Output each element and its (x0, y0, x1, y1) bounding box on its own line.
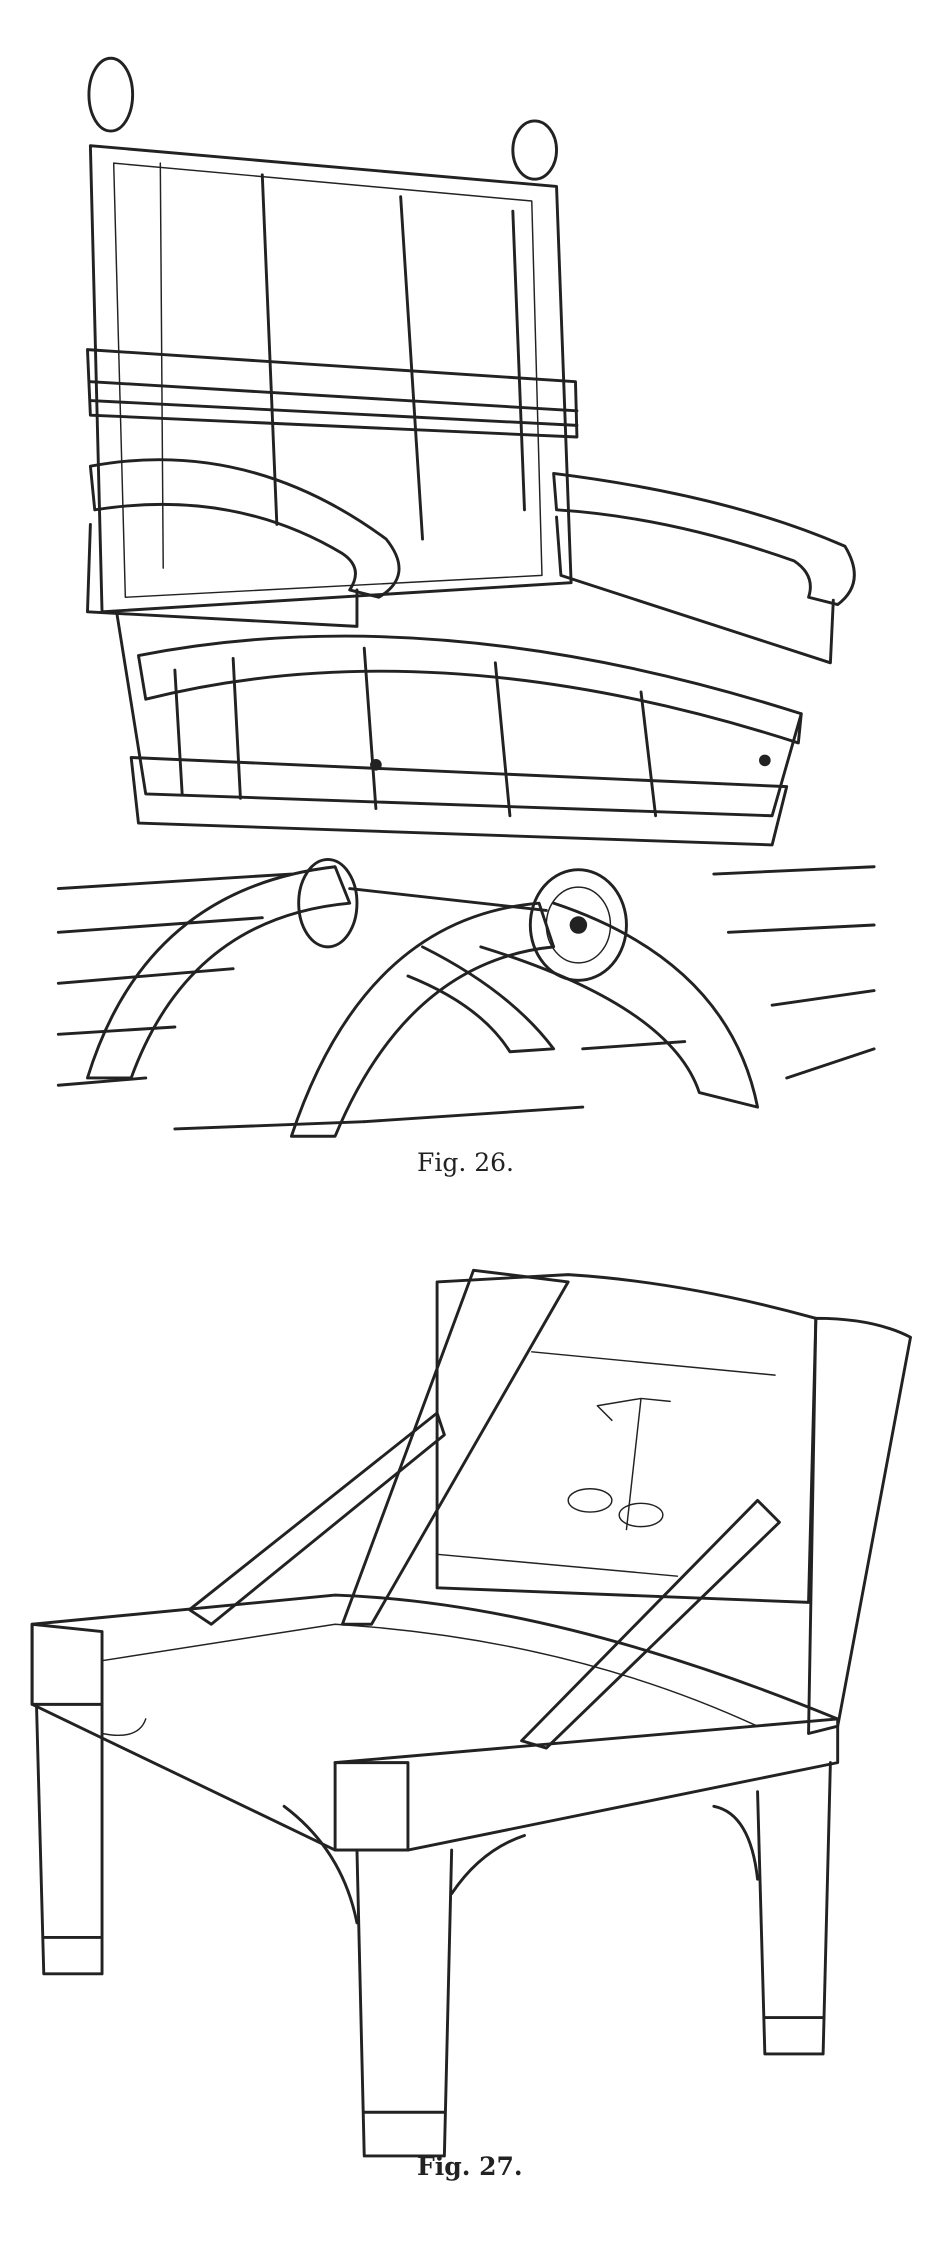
figure-27-caption: Fig. 27. (417, 2152, 523, 2181)
figure-26-caption: Fig. 26. (417, 1148, 514, 1177)
figure-26-curule-chair-illustration (56, 56, 876, 1138)
figure-27-egyptian-chair-illustration (30, 1268, 912, 2158)
floor-lines (56, 865, 876, 1131)
